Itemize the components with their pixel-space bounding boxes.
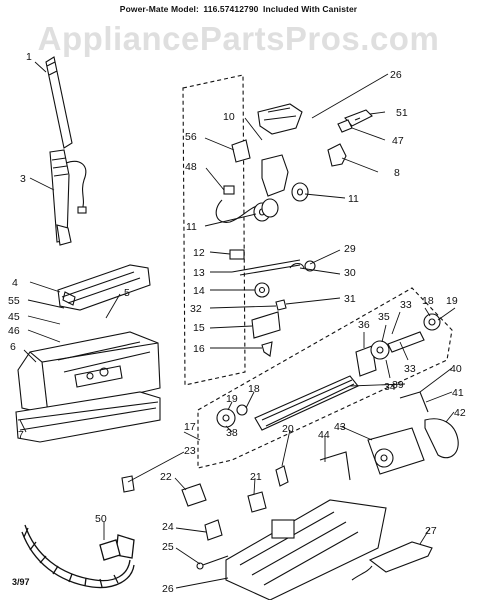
part-label: 5 [124,287,130,299]
model-header: Power-Mate Model: 116.57412790 Included … [0,4,477,14]
part-label: 51 [396,107,408,119]
knob-part [121,475,135,493]
part-label: 11 [186,221,197,233]
part-label: 16 [193,343,205,355]
part-label: 40 [450,363,462,375]
socket-part [327,143,347,167]
switch-part [229,249,245,260]
part-label: 12 [193,247,205,259]
brush-end-part [355,345,377,377]
part-label: 47 [392,135,404,147]
part-label: 48 [185,161,197,173]
watermark: AppliancePartsPros.com [37,20,440,57]
part-label: 45 [8,311,20,323]
part-label: 33 [404,363,416,375]
part-label: 26 [390,69,402,81]
part-label: 31 [344,293,356,305]
part-label: 38 [226,427,238,439]
spring-part [247,491,267,513]
wand-tube-part [45,56,73,149]
power-nozzle-body-part [17,331,161,415]
model-number: 116.57412790 [203,4,259,14]
part-label: 8 [394,167,400,179]
lower-assembly-boundary [197,287,453,469]
part-label: 1 [26,51,32,63]
switch-cover-part [231,139,251,163]
part-label: 20 [282,423,294,435]
part-label: 46 [8,325,20,337]
gear-cap-part [423,313,441,331]
belt-part [424,418,459,459]
part-label: 56 [185,131,197,143]
pedal-part [181,483,207,507]
part-label: 43 [334,421,346,433]
bracket-part [257,103,303,135]
switch-housing-part [261,154,289,197]
part-label: 25 [162,541,174,553]
part-label: 26 [162,583,174,595]
handle-cord-part [49,149,87,246]
part-label: 36 [358,319,370,331]
part-label: 3 [20,173,26,185]
lever-part [399,391,429,413]
part-label: 18 [422,295,434,307]
top-housing-part [57,264,151,311]
part-label: 19 [446,295,458,307]
part-label: 4 [12,277,18,289]
part-label: 14 [193,285,205,297]
part-label: 39 [392,379,404,391]
part-label: 24 [162,521,174,533]
base-housing-part [225,499,387,600]
model-suffix: Included With Canister [262,4,358,14]
part-label: 29 [344,243,356,255]
part-label: 21 [250,471,262,483]
part-label: 55 [8,295,20,307]
part-label: 44 [318,429,330,441]
part-label: 35 [378,311,390,323]
upper-assembly-boundary [182,74,246,386]
part-label: 34 [384,381,396,393]
part-label: 41 [452,387,464,399]
gear-part [254,282,270,298]
bearing-part [370,340,390,360]
part-label: 22 [160,471,172,483]
revision-date: 3/97 [12,577,30,587]
axle-part [199,555,229,567]
part-label: 13 [193,267,205,279]
part-label: 42 [454,407,466,419]
part-label: 33 [400,299,412,311]
bracket-plate-part [251,311,281,339]
end-cap-part [216,408,236,428]
part-label: 30 [344,267,356,279]
rod-part [231,259,301,276]
wiring-part [215,199,261,223]
part-label: 32 [190,303,202,315]
part-label: 15 [193,322,205,334]
small-bulb-part [337,119,353,133]
wheel-part [204,519,223,541]
part-label: 50 [95,513,107,525]
hose-part [21,524,135,589]
shaft-part [387,331,425,353]
part-label: 19 [226,393,238,405]
part-label: 6 [10,341,16,353]
part-label: 10 [223,111,235,123]
part-label: 23 [184,445,196,457]
part-label: 18 [248,383,260,395]
release-rod-part [368,541,433,573]
part-label: 27 [425,525,437,537]
motor-part [367,427,425,475]
part-label: 17 [184,421,196,433]
part-label: 11 [348,193,359,205]
part-label: 7 [18,429,24,441]
part-labels: 1 3 4 55 5 45 46 6 7 26 51 47 8 10 56 48… [8,51,466,595]
model-prefix: Power-Mate Model: [119,4,199,14]
base-plate-part [15,391,161,443]
